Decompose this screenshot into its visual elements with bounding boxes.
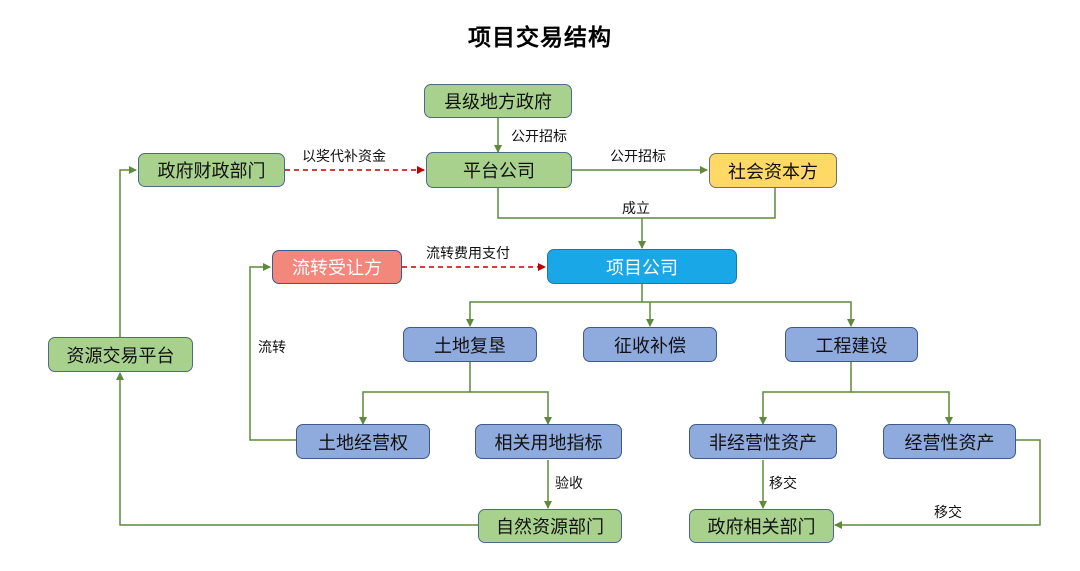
edge-reclaim-split: [359, 362, 471, 425]
node-county-government: 县级地方政府: [424, 84, 572, 118]
node-land-rights: 土地经营权: [296, 424, 430, 459]
edge-operating-to-gov: [834, 439, 1041, 529]
edge-resource-to-finance: [119, 166, 137, 338]
diagram-title: 项目交易结构: [468, 25, 612, 51]
label-acceptance: 验收: [555, 476, 583, 492]
edge-construction-split: [759, 362, 852, 425]
node-finance-department: 政府财政部门: [138, 153, 285, 187]
label-public-tender-2: 公开招标: [610, 149, 666, 165]
label-circulate: 流转: [258, 340, 286, 356]
label-establish: 成立: [622, 201, 650, 217]
label-handover-1: 移交: [769, 476, 797, 492]
edge-project-split: [466, 284, 643, 327]
edge-reclaim-to-quota: [470, 391, 552, 425]
node-construction: 工程建设: [785, 327, 918, 362]
node-non-operating-assets: 非经营性资产: [689, 424, 837, 459]
label-handover-2: 移交: [934, 505, 962, 521]
edge-natural-to-resource-platform: [116, 372, 478, 526]
edge-platform-establish: [497, 188, 776, 219]
edge-rights-to-transferee: [249, 263, 296, 441]
label-transfer-fee: 流转费用支付: [426, 246, 510, 262]
node-project-company: 项目公司: [547, 249, 737, 284]
edge-construction-to-operating: [851, 391, 953, 425]
node-land-quota: 相关用地指标: [475, 424, 622, 459]
label-public-tender-1: 公开招标: [511, 129, 567, 145]
edge-project-to-construction: [642, 301, 855, 327]
node-operating-assets: 经营性资产: [883, 424, 1016, 459]
node-compensation: 征收补偿: [583, 327, 717, 362]
node-gov-related-dept: 政府相关部门: [689, 509, 834, 543]
node-resource-trading-platform: 资源交易平台: [48, 337, 193, 372]
node-social-capital: 社会资本方: [709, 153, 837, 188]
label-subsidy-fund: 以奖代补资金: [302, 149, 386, 165]
node-land-reclamation: 土地复垦: [403, 327, 537, 362]
node-platform-company: 平台公司: [426, 152, 572, 188]
node-natural-resources-dept: 自然资源部门: [478, 509, 622, 543]
node-transferee: 流转受让方: [272, 250, 402, 284]
